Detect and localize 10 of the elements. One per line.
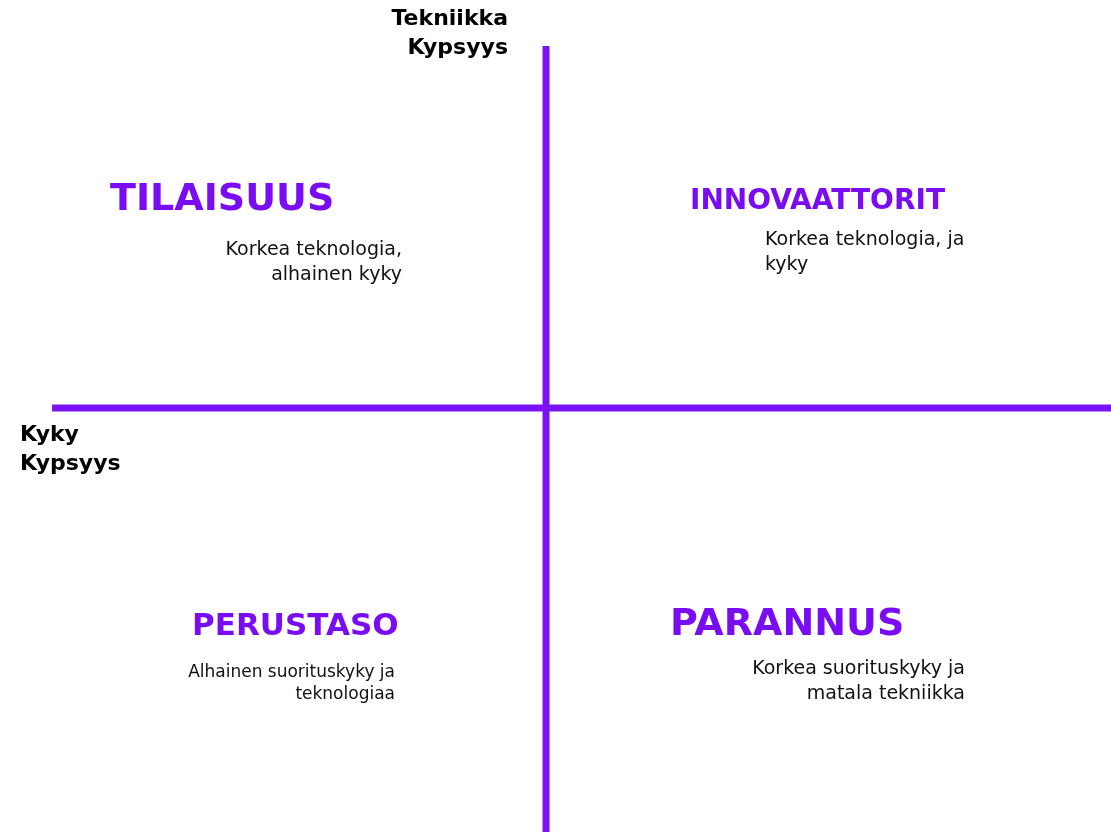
quadrant-description: Alhainen suorituskyky ja teknologiaa (187, 660, 395, 705)
axis-label: Tekniikka Kypsyys (390, 4, 508, 61)
quadrant-description: Korkea teknologia, alhainen kyky (224, 236, 402, 286)
quadrant-title: PARANNUS (670, 599, 906, 646)
quadrant-description: Korkea teknologia, ja kyky (765, 226, 966, 276)
quadrant-description: Korkea suorituskyky ja matala tekniikka (751, 655, 965, 705)
axis-label: Kyky Kypsyys (20, 420, 122, 477)
quadrant-title: TILAISUUS (110, 174, 336, 221)
quadrant-title: PERUSTASO (192, 605, 400, 644)
quadrant-title: INNOVAATTORIT (690, 182, 946, 218)
